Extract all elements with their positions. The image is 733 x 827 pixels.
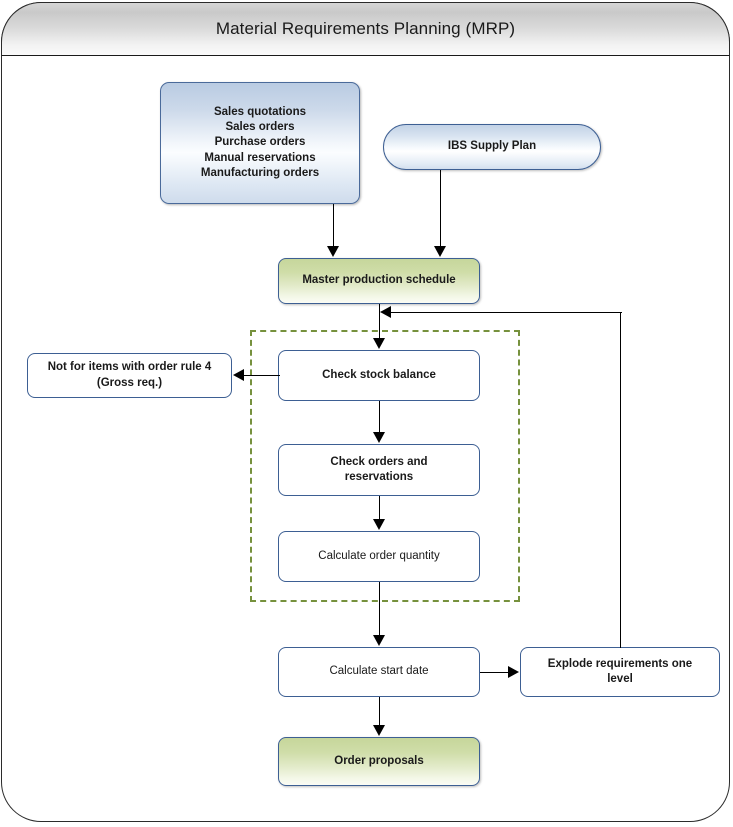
arrowhead-check-orders-to-calc-quantity (373, 519, 385, 530)
connector-inputs-to-master (333, 204, 334, 248)
connector-start-date-to-order-proposals (379, 697, 380, 726)
connector-check-stock-to-note (244, 375, 280, 376)
arrowhead-master-to-check-stock (373, 338, 385, 349)
arrowhead-inputs-to-master (327, 246, 339, 257)
node-ibs-supply-plan[interactable]: IBS Supply Plan (383, 124, 601, 170)
node-check-orders-and-reservations[interactable]: Check orders and reservations (278, 444, 480, 496)
connector-explode-feedback-horizontal (391, 312, 622, 313)
connector-check-stock-to-check-orders (379, 401, 380, 433)
connector-explode-feedback-vertical (620, 312, 621, 648)
node-order-rule-note[interactable]: Not for items with order rule 4 (Gross r… (27, 353, 232, 398)
connector-check-orders-to-calc-quantity (379, 496, 380, 520)
arrowhead-start-date-to-explode (508, 666, 519, 678)
netting-calculation-group (250, 330, 520, 602)
node-calculate-order-quantity[interactable]: Calculate order quantity (278, 531, 480, 582)
page-title: Material Requirements Planning (MRP) (215, 19, 516, 38)
window-title-bar: Material Requirements Planning (MRP) (1, 2, 730, 56)
node-check-stock-balance[interactable]: Check stock balance (278, 350, 480, 401)
arrowhead-check-stock-to-check-orders (373, 432, 385, 443)
arrowhead-start-date-to-order-proposals (373, 725, 385, 736)
connector-calc-quantity-to-start-date (379, 582, 380, 636)
arrowhead-explode-feedback (380, 306, 391, 318)
connector-supply-plan-to-master (440, 170, 441, 248)
arrowhead-calc-quantity-to-start-date (373, 635, 385, 646)
arrowhead-check-stock-to-note (233, 369, 244, 381)
arrowhead-supply-plan-to-master (434, 246, 446, 257)
connector-master-to-check-stock (379, 304, 380, 339)
node-inputs[interactable]: Sales quotations Sales orders Purchase o… (160, 82, 360, 204)
node-master-production-schedule[interactable]: Master production schedule (278, 258, 480, 304)
node-calculate-start-date[interactable]: Calculate start date (278, 647, 480, 697)
connector-start-date-to-explode (480, 672, 509, 673)
node-order-proposals[interactable]: Order proposals (278, 737, 480, 786)
node-explode-requirements[interactable]: Explode requirements one level (520, 647, 720, 697)
